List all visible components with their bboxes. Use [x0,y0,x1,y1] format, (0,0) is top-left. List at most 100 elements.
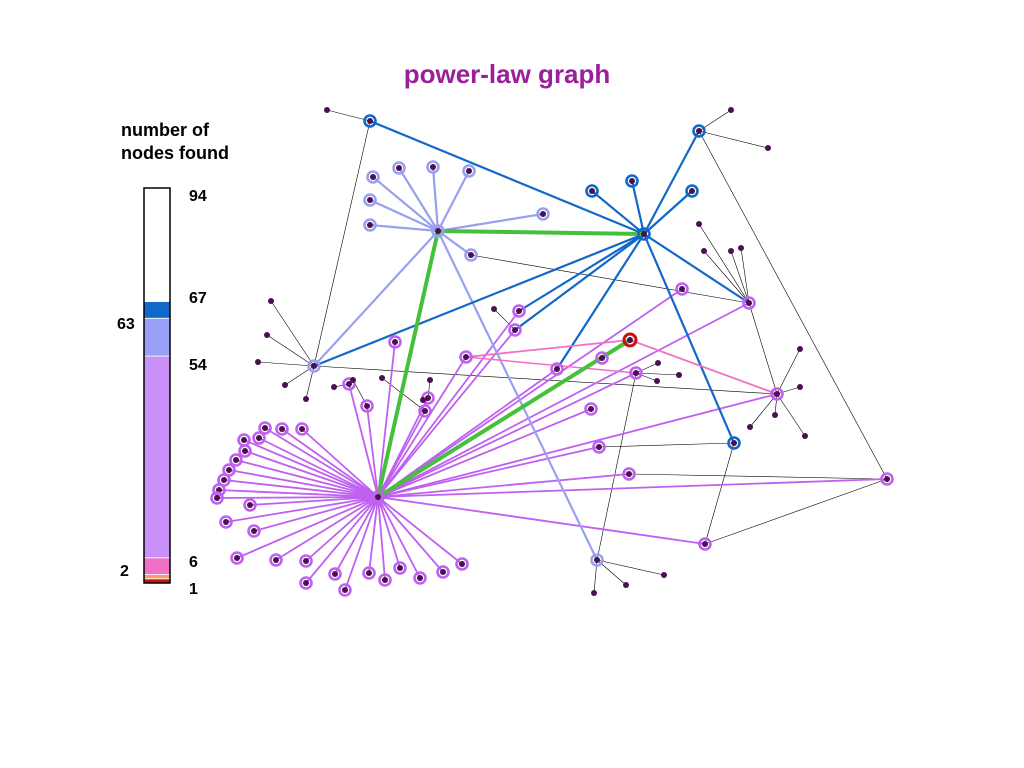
edge-97 [642,189,694,236]
edge-94 [368,119,646,236]
edge-58 [344,496,379,591]
node-ring-29 [418,404,432,418]
edge-49 [216,496,379,499]
node-70 [728,248,734,254]
edge-92 [312,229,440,368]
node-ring-51 [536,207,550,221]
node-22 [397,565,403,571]
node-ring-21 [378,573,392,587]
node-0 [241,437,247,443]
node-49 [430,164,436,170]
node-85 [379,375,385,381]
node-ring-27 [360,399,374,413]
node-ring-16 [299,554,313,568]
node-75 [772,412,778,418]
edge-100 [513,232,646,332]
node-ring-92 [637,227,651,241]
node-16 [303,558,309,564]
node-ring-37 [592,440,606,454]
node-4 [279,426,285,432]
edge-36 [427,379,431,399]
node-ring-35 [584,402,598,416]
edge-103 [642,232,736,445]
node-40 [679,286,685,292]
edge-83 [377,393,778,498]
node-ring-46 [363,193,377,207]
edge-86 [371,175,440,233]
node-ring-91 [431,224,445,238]
edge-40 [244,450,379,498]
node-ring-17 [299,576,313,590]
edge-95 [590,189,646,236]
node-45 [367,222,373,228]
node-67 [282,382,288,388]
edge-16 [776,348,801,395]
edge-19 [749,393,778,428]
node-64 [268,298,274,304]
node-53 [311,363,317,369]
edge-29 [635,362,659,374]
node-ring-56 [585,184,599,198]
edge-106 [629,339,778,395]
edge-12 [740,247,750,304]
edge-5 [270,300,315,367]
edge-99 [312,232,646,368]
node-79 [623,582,629,588]
node-ring-49 [426,160,440,174]
edge-110 [436,229,646,236]
node-77 [802,433,808,439]
node-10 [214,495,220,501]
edge-62 [377,496,421,579]
node-ring-26 [342,377,356,391]
edge-105 [465,339,631,358]
node-26 [346,381,352,387]
edge-96 [630,179,646,236]
edge-85 [368,198,440,233]
node-ring-60 [727,436,741,450]
node-13 [251,528,257,534]
node-ring-20 [362,566,376,580]
edge-109 [376,229,440,499]
edge-39 [243,439,379,498]
node-ring-54 [590,553,604,567]
edge-4 [698,130,888,480]
edge-67 [377,341,396,498]
node-ring-52 [464,248,478,262]
edge-107 [465,356,637,374]
node-32 [512,327,518,333]
edge-104 [642,232,751,305]
edge-45 [235,459,379,498]
edge-52 [253,496,379,532]
node-ring-11 [243,498,257,512]
legend-bar [143,187,171,584]
node-1 [242,448,248,454]
node-69 [738,245,744,251]
edge-41 [258,437,379,498]
node-12 [223,519,229,525]
node-42 [884,476,890,482]
node-86 [427,377,433,383]
edge-20 [776,393,806,437]
node-50 [466,168,472,174]
node-41 [702,541,708,547]
node-35 [588,406,594,412]
edge-102 [555,232,646,371]
legend-segment-3 [143,355,171,559]
node-29 [422,408,428,414]
node-ring-22 [393,561,407,575]
edge-18 [774,393,778,416]
edge-30 [635,372,658,382]
node-39 [633,370,639,376]
edge-15 [698,223,750,304]
node-ring-23 [413,571,427,585]
node-ring-33 [512,304,526,318]
node-23 [417,575,423,581]
node-5 [299,426,305,432]
node-47 [370,174,376,180]
node-15 [273,557,279,563]
edge-80 [377,496,706,545]
edge-71 [377,329,516,498]
node-44 [774,391,780,397]
legend-tick-94: 94 [189,188,207,205]
node-ring-45 [363,218,377,232]
